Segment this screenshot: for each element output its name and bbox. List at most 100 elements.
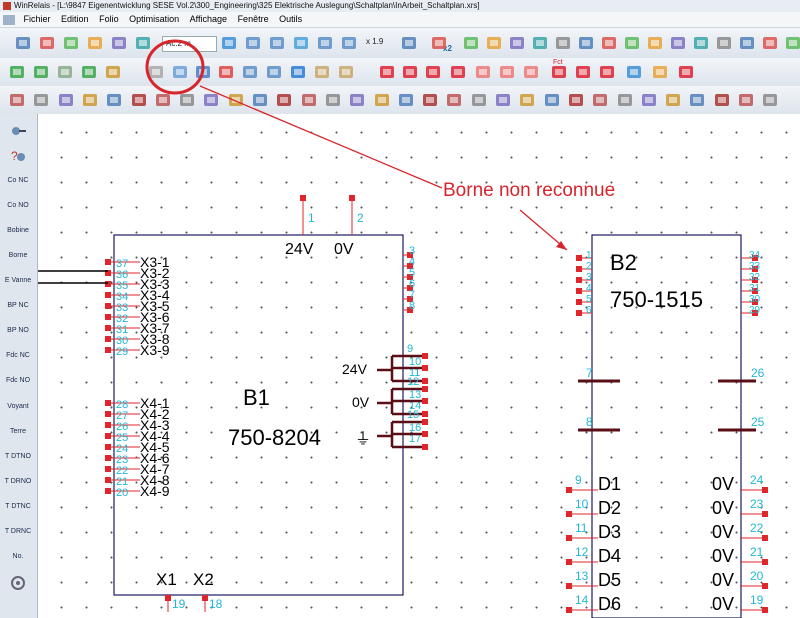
- sidebar-item-terre[interactable]: Terre: [10, 428, 26, 435]
- zoom-combo[interactable]: x 1.9: [366, 37, 384, 46]
- layer-combo[interactable]: Ac.2 m: [162, 36, 217, 52]
- menu-edition[interactable]: Edition: [61, 14, 89, 24]
- folder-icon[interactable]: [651, 63, 669, 81]
- menu-optimisation[interactable]: Optimisation: [129, 14, 180, 24]
- component-22-icon[interactable]: [518, 91, 536, 109]
- component-23-icon[interactable]: [543, 91, 561, 109]
- menu-outils[interactable]: Outils: [279, 14, 303, 24]
- component-7-icon[interactable]: [154, 91, 172, 109]
- select-green-icon[interactable]: [485, 34, 503, 52]
- sidebar-item-bp-nc[interactable]: BP NC: [7, 302, 29, 309]
- sidebar-item-fdc-no[interactable]: Fdc NO: [5, 377, 31, 384]
- component-25-icon[interactable]: [591, 91, 609, 109]
- menu-fichier[interactable]: Fichier: [23, 14, 51, 24]
- component-3-icon[interactable]: [57, 91, 75, 109]
- document-icon[interactable]: [3, 14, 15, 25]
- pin-icon[interactable]: [784, 34, 800, 52]
- settings-icon[interactable]: [715, 34, 733, 52]
- lock-icon[interactable]: [623, 34, 641, 52]
- sidebar-item-t-drnc[interactable]: T DRNC: [4, 528, 32, 535]
- zoom-window-icon[interactable]: [340, 34, 358, 52]
- text-frame-icon[interactable]: [401, 63, 419, 81]
- arrow-icon[interactable]: [32, 63, 50, 81]
- scale-icon[interactable]: [265, 63, 283, 81]
- component-5-icon[interactable]: [105, 91, 123, 109]
- shape-1-icon[interactable]: [313, 63, 331, 81]
- component-4-icon[interactable]: [81, 91, 99, 109]
- component-30-icon[interactable]: [713, 91, 731, 109]
- multiply-icon[interactable]: [430, 34, 448, 52]
- wire-link-icon[interactable]: [289, 63, 307, 81]
- hline-icon[interactable]: [677, 63, 695, 81]
- angle-icon[interactable]: [598, 63, 616, 81]
- zoom-fit-icon[interactable]: [316, 34, 334, 52]
- chip-icon[interactable]: [761, 34, 779, 52]
- sidebar-item-t-dtnc[interactable]: T DTNC: [5, 503, 31, 510]
- save-icon[interactable]: [62, 34, 80, 52]
- mask-icon[interactable]: [577, 34, 595, 52]
- component-20-icon[interactable]: [470, 91, 488, 109]
- sidebar-item-number[interactable]: No.: [12, 553, 24, 560]
- zoom-in-icon[interactable]: [244, 34, 262, 52]
- component-32-icon[interactable]: [761, 91, 779, 109]
- wire-bus-icon[interactable]: [171, 63, 189, 81]
- component-12-icon[interactable]: [275, 91, 293, 109]
- sidebar-item-t-drno[interactable]: T DRNO: [4, 478, 32, 485]
- rect-draw-icon[interactable]: [474, 63, 492, 81]
- sidebar-item-co-no[interactable]: Co NO: [7, 202, 29, 209]
- open-icon[interactable]: [38, 34, 56, 52]
- copy-block-icon[interactable]: [400, 34, 418, 52]
- delete-block-icon[interactable]: [531, 34, 549, 52]
- component-13-icon[interactable]: [300, 91, 318, 109]
- enter-icon[interactable]: [80, 63, 98, 81]
- component-28-icon[interactable]: [664, 91, 682, 109]
- component-16-icon[interactable]: [373, 91, 391, 109]
- component-2-icon[interactable]: [32, 91, 50, 109]
- help-icon[interactable]: [110, 34, 128, 52]
- menu-affichage[interactable]: Affichage: [189, 14, 228, 24]
- query-probe-icon[interactable]: ?: [9, 147, 27, 165]
- component-27-icon[interactable]: [640, 91, 658, 109]
- sidebar-item-bp-no[interactable]: BP NO: [7, 327, 29, 334]
- menu-fenetre[interactable]: Fenêtre: [237, 14, 269, 24]
- component-1-icon[interactable]: [8, 91, 26, 109]
- component-26-icon[interactable]: [616, 91, 634, 109]
- component-24-icon[interactable]: [567, 91, 585, 109]
- component-14-icon[interactable]: [324, 91, 342, 109]
- component-18-icon[interactable]: [421, 91, 439, 109]
- sidebar-item-t-dtno[interactable]: T DTNO: [5, 453, 31, 460]
- sidebar-item-co-nc[interactable]: Co NC: [7, 177, 29, 184]
- component-15-icon[interactable]: [348, 91, 366, 109]
- image-icon[interactable]: [625, 63, 643, 81]
- brush-icon[interactable]: [104, 63, 122, 81]
- component-8-icon[interactable]: [178, 91, 196, 109]
- line-draw-icon[interactable]: [449, 63, 467, 81]
- polyline-icon[interactable]: [522, 63, 540, 81]
- wire-vertical-icon[interactable]: [217, 63, 235, 81]
- refresh-icon[interactable]: [220, 34, 238, 52]
- component-6-icon[interactable]: [130, 91, 148, 109]
- component-31-icon[interactable]: [737, 91, 755, 109]
- sidebar-item-fdc-nc[interactable]: Fdc NC: [6, 352, 30, 359]
- component-21-icon[interactable]: [494, 91, 512, 109]
- schematic-canvas[interactable]: [38, 114, 800, 618]
- trash-icon[interactable]: [56, 63, 74, 81]
- filter-icon[interactable]: [600, 34, 618, 52]
- circle-draw-icon[interactable]: [498, 63, 516, 81]
- wire-single-icon[interactable]: [147, 63, 165, 81]
- text-large-icon[interactable]: [378, 63, 396, 81]
- cross-out-icon[interactable]: [508, 34, 526, 52]
- sidebar-item-e-vanne[interactable]: E Vanne: [4, 277, 32, 284]
- node-icon[interactable]: [241, 63, 259, 81]
- table-icon[interactable]: [424, 63, 442, 81]
- wire-tool-icon[interactable]: [669, 34, 687, 52]
- probe-icon[interactable]: [9, 122, 27, 140]
- component-9-icon[interactable]: [202, 91, 220, 109]
- component-17-icon[interactable]: [397, 91, 415, 109]
- route-icon[interactable]: [554, 34, 572, 52]
- new-icon[interactable]: [14, 34, 32, 52]
- pan-icon[interactable]: [292, 34, 310, 52]
- fetch-icon[interactable]: [646, 34, 664, 52]
- component-11-icon[interactable]: [251, 91, 269, 109]
- wire-double-icon[interactable]: [194, 63, 212, 81]
